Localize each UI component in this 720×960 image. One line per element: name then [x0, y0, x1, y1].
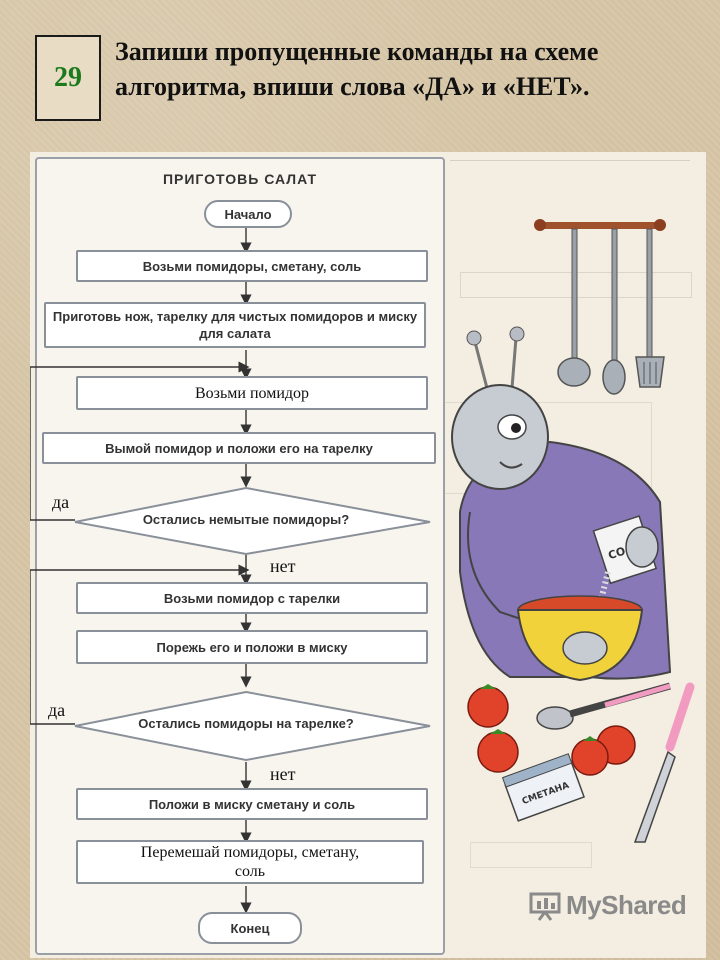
flow-step-take-tomato: Возьми помидор — [76, 376, 428, 410]
flow-step-take-from-plate: Возьми помидор с тарелки — [76, 582, 428, 614]
task-number: 29 — [54, 62, 82, 93]
flow-start: Начало — [204, 200, 292, 228]
task-number-box: 29 — [35, 35, 101, 121]
presentation-icon — [529, 892, 561, 921]
knife-icon — [633, 682, 695, 843]
decision-diamond-1 — [74, 486, 431, 556]
flow-step-add-cream-salt: Положи в миску сметану и соль — [76, 788, 428, 820]
sour-cream-cup-icon: СМЕТАНА — [501, 753, 586, 822]
answer-no-1: нет — [270, 556, 296, 576]
flow-step-cut-tomato: Порежь его и положи в миску — [76, 630, 428, 664]
answer-yes-2: да — [48, 700, 66, 720]
flowchart-title: ПРИГОТОВЬ САЛАТ — [162, 171, 318, 187]
task-title: Запиши пропущенные команды на схеме алго… — [115, 37, 599, 101]
flow-decision-left-on-plate: Остались помидоры на тарелке? — [138, 716, 354, 731]
watermark-text: MyShared — [566, 890, 687, 920]
decision-diamond-2 — [74, 690, 431, 762]
illustration: СОЛЬ — [451, 219, 695, 843]
spoon-icon — [536, 682, 671, 730]
flow-step-prepare-tools: Приготовь нож, тарелку для чистых помидо… — [44, 302, 426, 348]
flow-step-mix: Перемешай помидоры, сметану, соль — [76, 840, 424, 884]
tomatoes-icon — [467, 684, 636, 776]
answer-no-2: нет — [270, 764, 296, 784]
alien-cook-icon: СОЛЬ — [451, 326, 672, 682]
flow-step-wash-tomato: Вымой помидор и положи его на тарелку — [42, 432, 436, 464]
flowchart-connectors — [30, 226, 431, 914]
flow-step-take-ingredients: Возьми помидоры, сметану, соль — [76, 250, 428, 282]
answer-yes-1: да — [52, 492, 70, 512]
flowchart-sheet: ПРИГОТОВЬ САЛАТ — [35, 157, 445, 955]
utensil-rack-icon — [534, 219, 666, 395]
watermark: MyShared — [528, 890, 687, 921]
flow-decision-unwashed: Остались немытые помидоры? — [142, 512, 350, 527]
flow-end: Конец — [198, 912, 302, 944]
exercise-panel: СОЛЬ — [30, 152, 706, 958]
